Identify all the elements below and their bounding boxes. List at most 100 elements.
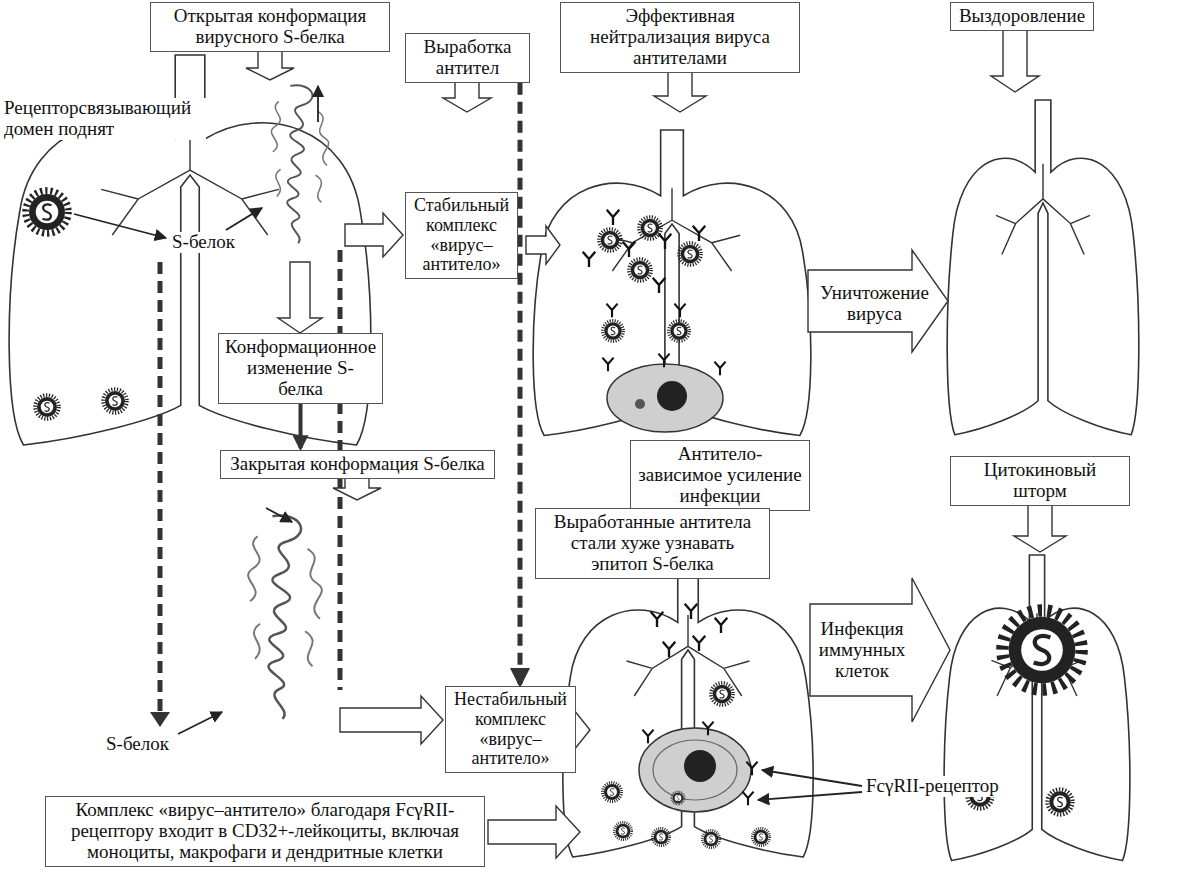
part-label: S-белок	[170, 232, 237, 253]
box-text: Конформационное изменение S-белка	[225, 337, 376, 400]
infected-cell	[746, 762, 757, 776]
infected-cell	[702, 830, 719, 847]
block-arrow	[340, 696, 443, 744]
box-text: Выработка антител	[412, 37, 523, 79]
block-arrow	[333, 476, 381, 500]
block-arrow	[810, 578, 950, 722]
arrow-label: Инфекция иммунных клеток	[812, 616, 912, 685]
immune-cell	[602, 358, 613, 372]
infected-cell	[653, 740, 737, 800]
cytokine-storm-viruses	[1047, 789, 1072, 814]
process-box: Антитело-зависимое усиление инфекции	[630, 440, 810, 511]
cytokine-storm-viruses	[1002, 610, 1081, 689]
immune-cell	[607, 364, 723, 432]
leader-arrow	[74, 86, 862, 800]
block-arrow	[278, 262, 322, 333]
box-text: Стабильный комплекс «вирус– антитело»	[412, 196, 511, 275]
box-text: Цитокиновый шторм	[957, 460, 1123, 502]
infected-cell	[702, 722, 713, 736]
leader-arrow	[762, 770, 862, 786]
immune-cell	[635, 399, 645, 409]
process-box: Комплекс «вирус–антитело» благодаря FcγR…	[45, 796, 485, 867]
virus-antibody-cluster	[599, 229, 621, 251]
infected-cell	[639, 728, 751, 812]
virus-antibody-cluster	[623, 242, 636, 257]
block-arrow	[246, 28, 1066, 858]
process-box: Выздоровление	[950, 2, 1094, 31]
leader-arrow	[266, 508, 292, 522]
infected-cell	[684, 750, 716, 782]
process-box: Выработка антител	[405, 33, 530, 83]
immune-cell	[657, 381, 687, 411]
lung-outline	[947, 100, 1139, 435]
block-arrow	[246, 50, 294, 80]
infected-cell	[642, 730, 653, 744]
arrow-label: Уничтожение вируса	[812, 280, 937, 328]
dashed-track	[158, 262, 163, 712]
immune-cell	[714, 362, 725, 376]
block-arrow	[488, 806, 580, 858]
virus-antibody-cluster	[693, 226, 706, 241]
box-text: Инфекция иммунных клеток	[818, 619, 906, 682]
lung-outline	[563, 558, 813, 857]
virus-antibody-cluster	[674, 304, 685, 318]
box-text: Комплекс «вирус–антитело» благодаря FcγR…	[52, 800, 478, 863]
free-antibodies	[693, 636, 706, 651]
block-arrow	[808, 250, 948, 352]
box-text: Выздоровление	[957, 6, 1087, 27]
lung-outline	[533, 130, 811, 436]
block-arrow	[526, 226, 560, 264]
process-box: Цитокиновый шторм	[950, 456, 1130, 506]
infected-cell	[603, 683, 770, 848]
s-protein-open	[271, 85, 328, 243]
immune-cell	[658, 354, 669, 368]
block-arrow	[443, 80, 491, 112]
process-box: Выработанные антитела стали хуже узнават…	[535, 508, 770, 579]
virus	[103, 389, 127, 413]
lung-outline	[944, 555, 1130, 861]
leader-arrow	[226, 208, 262, 230]
process-box: Открытая конформация вирусного S-белка	[150, 2, 390, 52]
part-label: S-белок	[104, 734, 171, 755]
virus	[26, 191, 69, 234]
leader-arrow	[74, 214, 166, 238]
infected-cell	[652, 828, 669, 845]
virus	[35, 395, 59, 419]
leader-arrow	[758, 792, 862, 800]
box-text: Эффективная нейтрализация вируса антител…	[567, 6, 793, 69]
virus-antibody-cluster	[629, 259, 651, 281]
leader-arrow	[178, 712, 222, 734]
flow-connector	[518, 83, 523, 684]
virus-antibody-cluster	[583, 252, 596, 267]
virus-antibody-cluster	[603, 321, 624, 342]
free-antibodies	[685, 604, 698, 619]
block-arrow	[345, 213, 403, 257]
process-box: Конформационное изменение S-белка	[218, 333, 383, 404]
box-text: Нестабильный комплекс «вирус– антитело»	[452, 690, 569, 769]
free-antibodies	[651, 612, 664, 627]
free-antibodies	[651, 604, 728, 657]
immune-cell	[602, 354, 725, 432]
infected-cell	[672, 792, 685, 805]
s-protein-closed	[248, 516, 322, 719]
box-text: Открытая конформация вирусного S-белка	[157, 6, 383, 48]
infected-cell	[742, 792, 753, 806]
process-box: Стабильный комплекс «вирус– антитело»	[405, 192, 518, 279]
virus-antibody-cluster	[653, 278, 666, 293]
infected-cell	[752, 828, 769, 845]
infected-cell	[711, 683, 733, 705]
virus-antibody-cluster	[659, 234, 672, 249]
box-text: Выработанные антитела стали хуже узнават…	[542, 512, 763, 575]
virus-antibody-cluster	[606, 304, 617, 318]
virus-antibody-cluster	[669, 321, 690, 342]
flow-connector	[299, 404, 303, 448]
infected-cell	[603, 783, 622, 802]
callout-label: Рецепторсвязывающий домен поднят	[2, 98, 206, 140]
box-text: Антитело-зависимое усиление инфекции	[637, 444, 803, 507]
free-antibodies	[715, 618, 728, 633]
virus-antibody-cluster	[607, 210, 620, 225]
process-box: Эффективная нейтрализация вируса антител…	[560, 2, 800, 73]
free-antibodies	[663, 642, 676, 657]
